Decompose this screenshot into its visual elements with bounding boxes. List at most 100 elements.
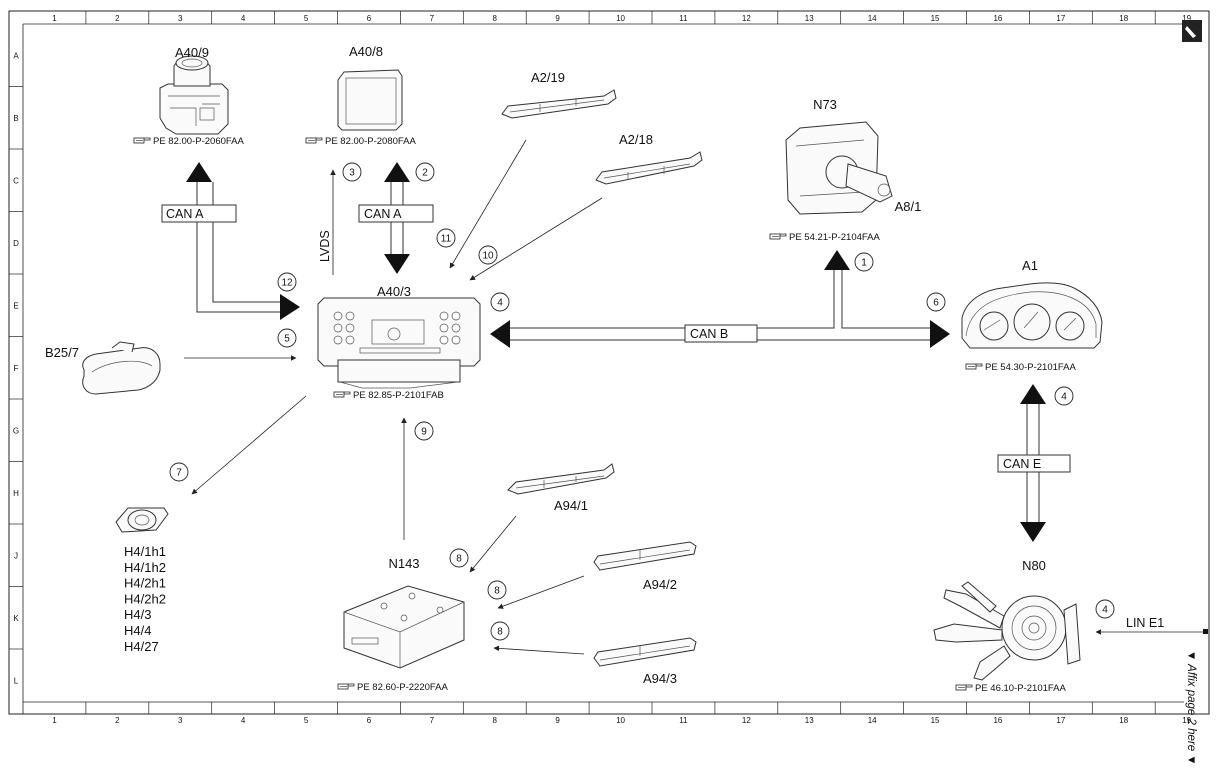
connection-number-text: 11 <box>441 234 452 245</box>
connection-number-n4-lin: 4 <box>1095 599 1115 619</box>
can-a-left-label: CAN A <box>166 207 204 221</box>
grid-column-label: 3 <box>178 716 183 725</box>
h4-designation: H4/2h2 <box>124 591 166 606</box>
grid-column-label: 12 <box>742 14 751 23</box>
grid-column-label: 7 <box>430 716 435 725</box>
grid-row-label: L <box>14 676 19 685</box>
connection-number-text: 2 <box>422 168 428 179</box>
n143-component <box>343 585 465 669</box>
grid-column-label: 13 <box>805 716 814 725</box>
can-a-left-connection <box>161 162 300 320</box>
a1-title: A1 <box>1022 258 1038 273</box>
pointing-hand-icon <box>955 684 973 691</box>
a40-8-component <box>337 69 403 131</box>
connection-number-n10: 10 <box>478 245 498 265</box>
reference-code: PE 54.21-P-2104FAA <box>789 232 880 243</box>
grid-column-label: 11 <box>679 14 688 23</box>
pencil-icon <box>1182 20 1202 42</box>
connection-number-text: 10 <box>482 251 494 262</box>
grid-column-label: 11 <box>679 716 688 725</box>
a94-3-title: A94/3 <box>643 671 677 686</box>
a40-3-component <box>317 297 481 389</box>
connection-number-n12: 12 <box>277 272 297 292</box>
grid-column-label: 1 <box>52 716 57 725</box>
connection-number-text: 9 <box>421 427 427 438</box>
a2-19-line <box>449 139 527 269</box>
grid-column-label: 7 <box>430 14 435 23</box>
connection-number-n11: 11 <box>436 228 456 248</box>
h4-designation: H4/27 <box>124 639 159 654</box>
a8-1-title: A8/1 <box>895 199 922 214</box>
connection-number-text: 5 <box>284 334 290 345</box>
grid-row-label: D <box>13 239 19 248</box>
n80-component <box>933 581 1081 681</box>
a2-19-component <box>501 89 617 119</box>
grid-column-label: 4 <box>241 716 246 725</box>
reference-code: PE 82.60-P-2220FAA <box>357 682 448 693</box>
connection-number-text: 12 <box>281 278 293 289</box>
grid-column-label: 14 <box>868 716 877 725</box>
h4-designation: H4/3 <box>124 607 151 622</box>
connection-number-text: 1 <box>861 258 867 269</box>
reference-code: PE 54.30-P-2101FAA <box>985 362 1076 373</box>
grid-column-label: 5 <box>304 716 309 725</box>
grid-column-label: 18 <box>1119 716 1128 725</box>
connection-number-n8-a: 8 <box>449 548 469 568</box>
connection-number-text: 3 <box>349 168 355 179</box>
a94-3-line <box>493 645 585 655</box>
connection-number-n4-right: 4 <box>1054 386 1074 406</box>
grid-column-label: 4 <box>241 14 246 23</box>
grid-column-label: 15 <box>931 14 940 23</box>
grid-column-label: 14 <box>868 14 877 23</box>
can-a-mid-connection <box>358 162 434 274</box>
connection-number-text: 8 <box>456 554 462 565</box>
grid-row-label: C <box>13 176 19 185</box>
reference-code: PE 82.00-P-2080FAA <box>325 136 416 147</box>
grid-column-label: 3 <box>178 14 183 23</box>
connection-number-n2: 2 <box>415 162 435 182</box>
a94-3-component <box>593 637 697 667</box>
grid-row-label: F <box>14 364 19 373</box>
connection-number-n9: 9 <box>414 421 434 441</box>
grid-column-label: 17 <box>1056 716 1065 725</box>
connection-number-text: 4 <box>1061 392 1067 403</box>
a2-18-title: A2/18 <box>619 132 653 147</box>
connection-number-text: 8 <box>494 586 500 597</box>
can-a-mid-label: CAN A <box>364 207 402 221</box>
connection-number-n4-left: 4 <box>490 292 510 312</box>
h4-designation: H4/2h1 <box>124 576 166 591</box>
grid-column-label: 1 <box>52 14 57 23</box>
pointing-hand-icon <box>305 137 323 144</box>
grid-column-label: 2 <box>115 716 120 725</box>
pointing-hand-icon <box>769 233 787 240</box>
grid-column-label: 8 <box>493 14 498 23</box>
lin-e1-label: LIN E1 <box>1126 616 1164 630</box>
pointing-hand-icon <box>337 683 355 690</box>
grid-column-label: 13 <box>805 14 814 23</box>
grid-row-label: E <box>13 301 18 310</box>
grid-row-label: G <box>13 426 19 435</box>
grid-column-label: 18 <box>1119 14 1128 23</box>
grid-row-label: A <box>13 51 19 60</box>
grid-column-label: 6 <box>367 716 372 725</box>
can-b-connection <box>490 250 950 348</box>
h4-speaker-component <box>115 507 169 533</box>
grid-column-label: 8 <box>493 716 498 725</box>
grid-column-label: 17 <box>1056 14 1065 23</box>
h4-designation: H4/4 <box>124 623 151 638</box>
grid-column-label: 16 <box>993 14 1002 23</box>
connection-number-text: 7 <box>176 468 182 479</box>
b25-7-component <box>82 341 161 395</box>
a94-1-title: A94/1 <box>554 498 588 513</box>
connection-number-n6: 6 <box>926 292 946 312</box>
b25-7-title: B25/7 <box>45 345 79 360</box>
grid-column-label: 15 <box>931 716 940 725</box>
a2-18-component <box>595 151 703 185</box>
grid-column-label: 10 <box>616 716 625 725</box>
pointing-hand-icon <box>133 137 151 144</box>
n73-component <box>785 121 893 215</box>
